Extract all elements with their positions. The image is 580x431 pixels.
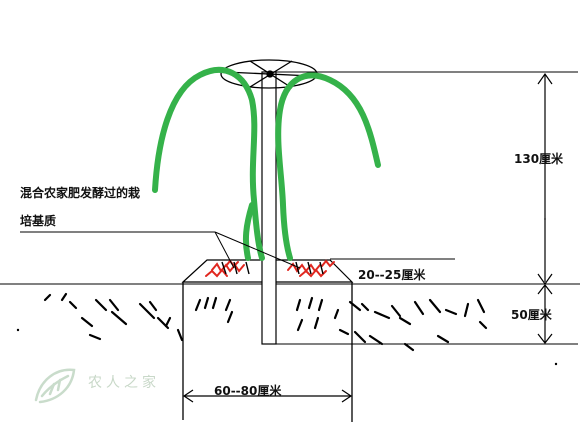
watermark-text: 农人之家 xyxy=(88,375,160,391)
substrate-label-line1: 混合农家肥发酵过的栽 xyxy=(20,186,141,200)
soil-hatching xyxy=(43,292,488,352)
height-130-label: 130厘米 xyxy=(514,152,564,166)
root-outline xyxy=(221,261,324,275)
pit-width-dimension xyxy=(182,389,353,403)
substrate-leader-2 xyxy=(214,231,235,269)
support-pole xyxy=(261,71,277,345)
pit-depth-label: 50厘米 xyxy=(511,308,552,322)
mound-height-label: 20--25厘米 xyxy=(358,268,426,282)
stray-dot xyxy=(554,362,558,366)
mound-height-dimension xyxy=(537,218,553,286)
leaf-logo-icon xyxy=(34,368,76,404)
height-130-dimension xyxy=(537,72,553,220)
pit-depth-dimension xyxy=(537,284,553,344)
vine-foliage xyxy=(152,67,381,261)
substrate-label-line2: 培基质 xyxy=(20,214,57,228)
stray-dot xyxy=(16,328,20,332)
substrate-leader-3 xyxy=(214,231,301,269)
pit-width-label: 60--80厘米 xyxy=(214,384,282,398)
